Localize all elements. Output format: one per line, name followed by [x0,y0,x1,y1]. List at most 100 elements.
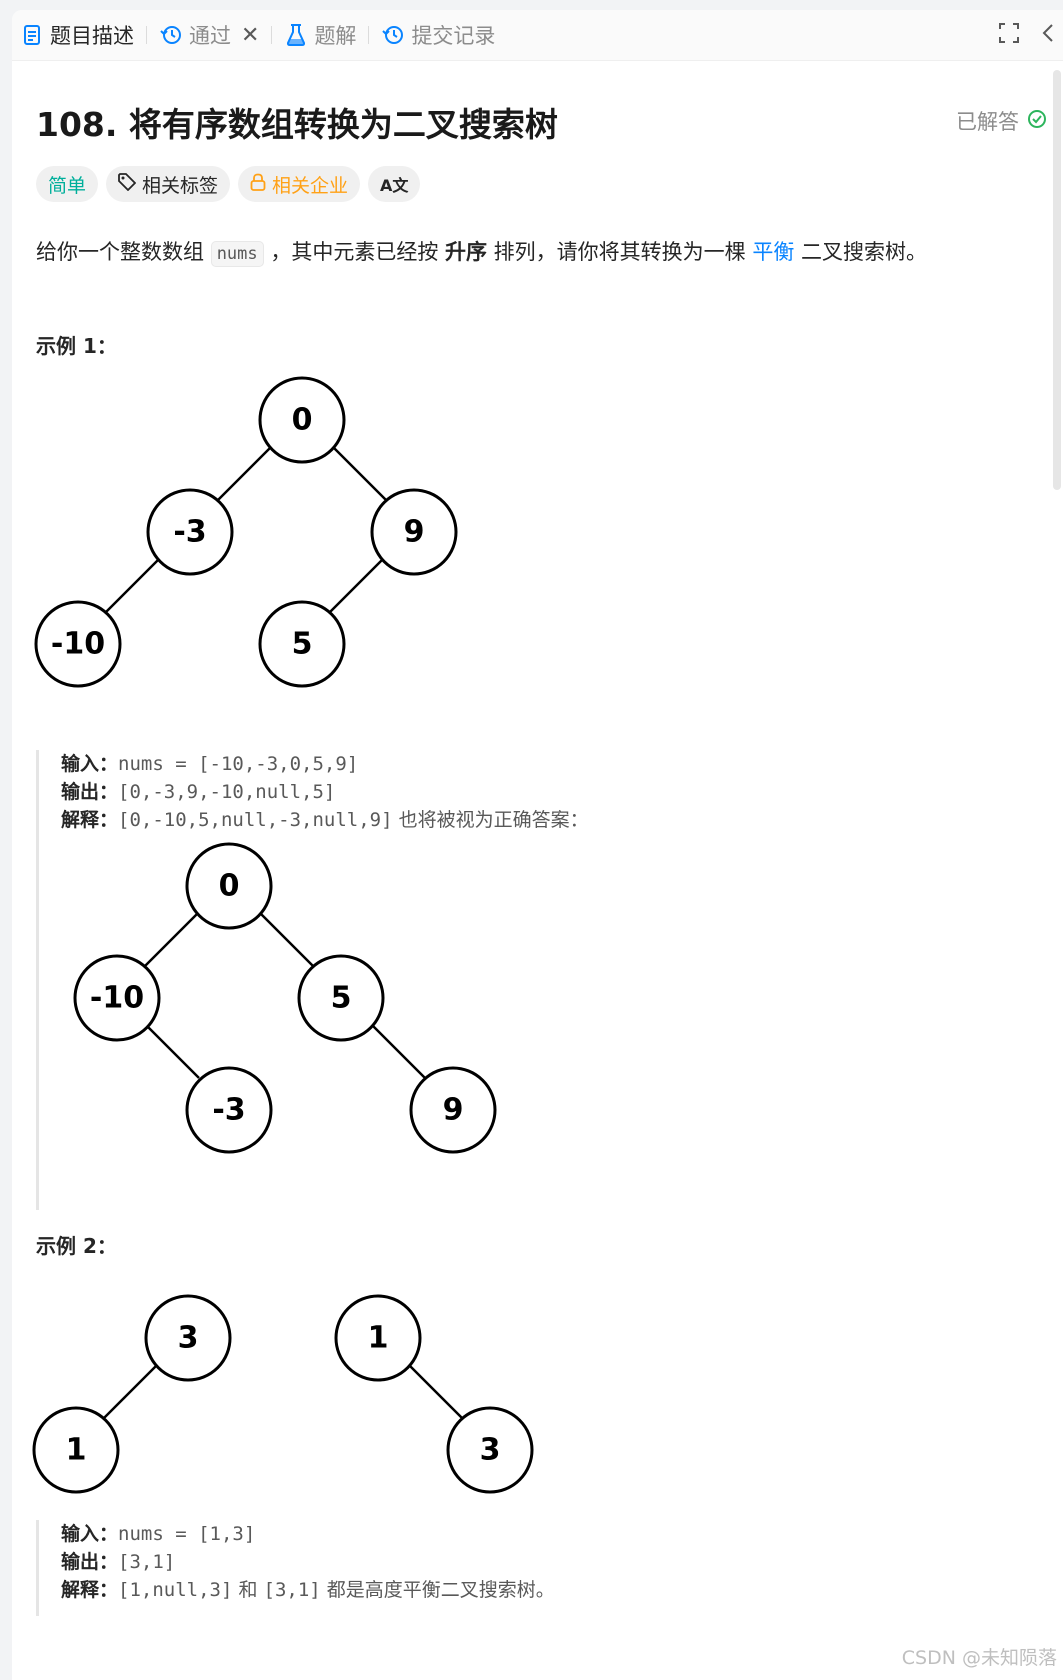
tree-node [409,1066,497,1154]
description-text: ，其中元素已经按 [263,240,445,264]
tab-label: 通过 [189,24,231,48]
related-companies-label: 相关企业 [272,174,349,197]
tab-solutions[interactable]: 题解 [276,10,364,60]
difficulty-label: 简单 [48,174,87,197]
history-icon [159,23,183,47]
explanation-text: 都是高度平衡二叉搜索树。 [320,1579,555,1601]
tree-node-value: -10 [90,981,144,1016]
tree-node [446,1406,534,1494]
translate-icon: A文 [380,176,409,195]
related-tags-label: 相关标签 [142,174,219,197]
tab-label: 题解 [314,24,357,48]
document-icon [20,23,44,47]
tree-node-value: 0 [292,403,313,438]
tree-edge [144,1023,200,1079]
input-value: nums = [-10,-3,0,5,9] [118,753,359,775]
explanation-text: 和 [232,1579,264,1601]
tree-edge [105,557,161,613]
tree-node-value: -3 [212,1093,245,1128]
input-value: nums = [1,3] [118,1523,256,1545]
tab-label: 提交记录 [411,24,496,48]
related-companies-button[interactable]: 相关企业 [238,166,361,202]
solved-status: 已解答 [956,106,1047,136]
tree-edge [331,445,387,501]
output-label: 输出： [61,1551,119,1573]
tab-label: 题目描述 [50,24,134,48]
description-text: 给你一个整数数组 [36,240,211,264]
tree-node [334,1294,422,1382]
tree-node-value: 5 [292,627,313,662]
example-output: 输出：[0,-3,9,-10,null,5] [61,778,589,806]
explanation-code: [1,null,3] [118,1579,233,1601]
tab-submissions[interactable]: 提交记录 [373,10,503,60]
tab-divider [271,26,273,44]
example-input: 输入：nums = [1,3] [61,1520,555,1548]
scrollbar[interactable] [1053,70,1061,490]
tree-edge [217,445,273,501]
tree-node [34,600,122,688]
tree-edge [370,1023,426,1079]
tree-edge [103,1363,159,1419]
example-1-block: 输入：nums = [-10,-3,0,5,9] 输出：[0,-3,9,-10,… [36,750,589,1210]
tree-node-value: 3 [178,1321,199,1356]
description-text: 二叉搜索树。 [794,240,928,264]
tab-bar-actions [999,10,1055,60]
tab-accepted[interactable]: 通过 ✕ [151,10,267,60]
problem-panel: 题目描述 通过 ✕ 题解 提交记录 [12,10,1063,1680]
description-text: 排列，请你将其转换为一棵 [487,240,753,264]
description-bold: 升序 [445,240,487,264]
explanation-code: [3,1] [263,1579,321,1601]
tree-node-value: 9 [443,1093,464,1128]
example-input: 输入：nums = [-10,-3,0,5,9] [61,750,589,778]
problem-title: 108. 将有序数组转换为二叉搜索树 [36,105,558,144]
tree-edge [144,911,200,967]
output-label: 输出： [61,781,119,803]
difficulty-badge: 简单 [36,166,99,202]
close-icon[interactable]: ✕ [241,22,260,48]
tree-edge [407,1363,463,1419]
tree-node-value: -3 [173,515,206,550]
lock-icon [250,173,266,196]
input-label: 输入： [61,1523,119,1545]
tree-node [258,600,346,688]
example-1-tree-image: 0 -3 9 -10 5 [34,376,458,688]
example-1-title: 示例 1： [36,334,117,358]
tag-row: 简单 相关标签 相关企业 A文 [36,166,421,202]
tree-node [146,488,234,576]
tree-node-value: 1 [66,1433,87,1468]
tree-node [144,1294,232,1382]
tree-node [258,376,346,464]
explanation-code: [0,-10,5,null,-3,null,9] [118,809,393,831]
fullscreen-icon[interactable] [999,23,1019,47]
tree-node [73,954,161,1042]
tree-edge [329,557,385,613]
tree-node [297,954,385,1042]
explanation-label: 解释： [61,1579,119,1601]
explanation-text: 也将被视为正确答案： [392,809,589,831]
tree-node [185,1066,273,1154]
chevron-left-icon[interactable] [1041,22,1055,48]
example-1-alt-tree-image: 0 -10 5 -3 9 [73,842,497,1154]
input-label: 输入： [61,753,119,775]
example-2-tree-image: 3 1 1 3 [32,1294,534,1494]
solved-label: 已解答 [956,110,1019,134]
tree-node-value: -10 [51,627,105,662]
translate-button[interactable]: A文 [368,166,421,202]
tree-node-value: 9 [404,515,425,550]
output-value: [3,1] [118,1551,176,1573]
related-tags-button[interactable]: 相关标签 [106,166,231,202]
inline-code: nums [210,241,264,267]
example-2-title: 示例 2： [36,1234,117,1258]
tag-icon [118,172,137,196]
problem-description: 给你一个整数数组 nums ，其中元素已经按 升序 排列，请你将其转换为一棵 平… [36,236,927,270]
tab-bar: 题目描述 通过 ✕ 题解 提交记录 [12,10,1063,61]
tree-node-value: 1 [368,1321,389,1356]
watermark: CSDN @未知陨落 [901,1647,1057,1669]
tree-node-value: 5 [331,981,352,1016]
example-explanation: 解释：[0,-10,5,null,-3,null,9] 也将被视为正确答案： [61,806,589,834]
balanced-link[interactable]: 平衡 [752,240,795,264]
example-output: 输出：[3,1] [61,1548,555,1576]
tree-node-value: 3 [480,1433,501,1468]
flask-icon [284,23,308,47]
tab-description[interactable]: 题目描述 [12,10,142,60]
